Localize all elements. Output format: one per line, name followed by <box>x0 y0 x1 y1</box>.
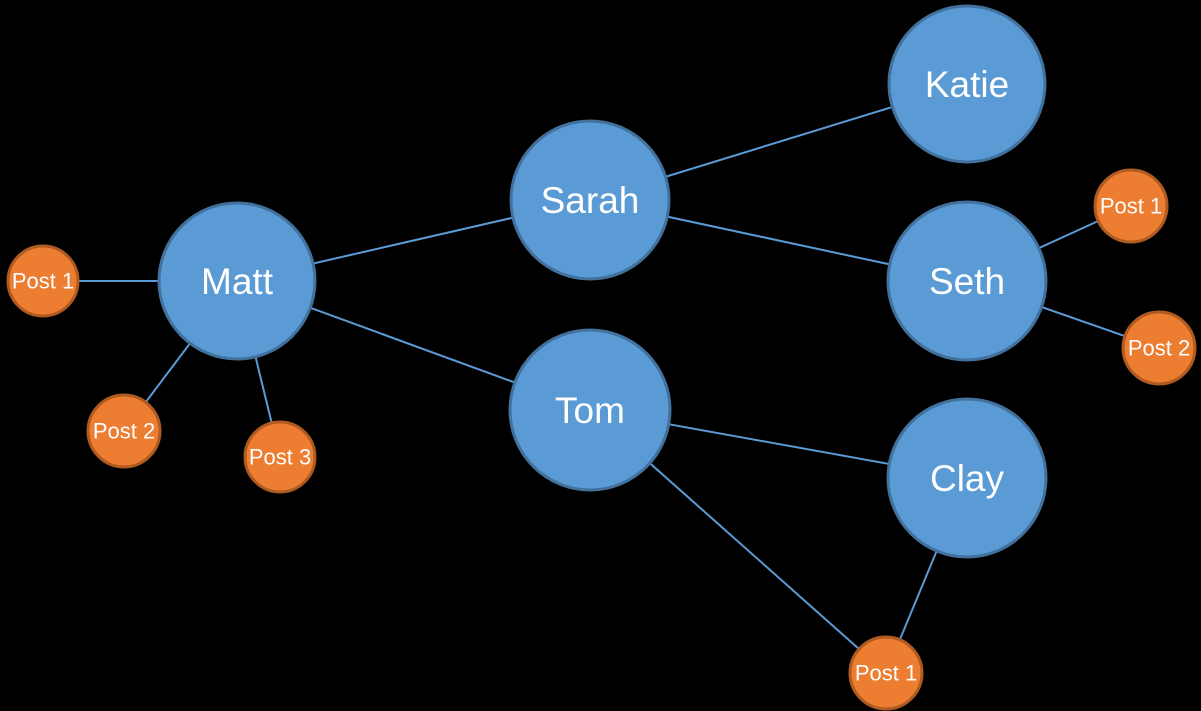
post-circle[interactable] <box>86 393 162 469</box>
post-node-post1-seth[interactable]: Post 1 <box>1093 168 1169 244</box>
person-node-tom[interactable]: Tom <box>508 328 672 492</box>
post-node-post3-matt[interactable]: Post 3 <box>243 420 317 494</box>
person-node-sarah[interactable]: Sarah <box>509 119 671 281</box>
post-node-post2-matt[interactable]: Post 2 <box>86 393 162 469</box>
person-node-seth[interactable]: Seth <box>886 200 1048 362</box>
person-node-matt[interactable]: Matt <box>157 201 317 361</box>
post-circle[interactable] <box>6 244 80 318</box>
person-circle[interactable] <box>886 397 1048 559</box>
person-circle[interactable] <box>886 200 1048 362</box>
person-circle[interactable] <box>509 119 671 281</box>
post-circle[interactable] <box>243 420 317 494</box>
post-node-post2-seth[interactable]: Post 2 <box>1121 310 1197 386</box>
person-node-clay[interactable]: Clay <box>886 397 1048 559</box>
person-circle[interactable] <box>157 201 317 361</box>
person-circle[interactable] <box>887 4 1047 164</box>
person-node-katie[interactable]: Katie <box>887 4 1047 164</box>
person-circle[interactable] <box>508 328 672 492</box>
post-circle[interactable] <box>848 635 924 711</box>
post-node-post1-matt[interactable]: Post 1 <box>6 244 80 318</box>
post-circle[interactable] <box>1121 310 1197 386</box>
post-node-post1-tom-clay[interactable]: Post 1 <box>848 635 924 711</box>
post-circle[interactable] <box>1093 168 1169 244</box>
